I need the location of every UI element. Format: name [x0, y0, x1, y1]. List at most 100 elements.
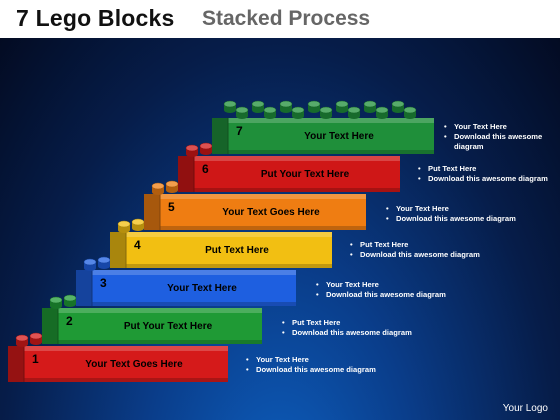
- block-side-face: [144, 194, 160, 230]
- block-label: Your Text Goes Here: [85, 359, 183, 370]
- stud-icon: [251, 100, 265, 113]
- stud-top: [347, 106, 361, 114]
- stud-icon: [29, 332, 43, 345]
- block-top-highlight: [194, 156, 400, 161]
- block-label: Your Text Here: [167, 283, 237, 294]
- description-line: Download this awesome: [444, 132, 542, 142]
- stud-base: [30, 339, 42, 345]
- stud-base: [320, 113, 332, 119]
- block-front-face: [160, 194, 366, 230]
- stud-base: [64, 301, 76, 307]
- stud-base: [236, 113, 248, 119]
- stud-top: [131, 218, 145, 226]
- block-number: 6: [202, 162, 209, 176]
- block-bottom-edge: [92, 302, 296, 306]
- description-4: Put Text HereDownload this awesome diagr…: [350, 240, 480, 260]
- title-sub: Stacked Process: [202, 7, 371, 30]
- block-front-face: [228, 118, 434, 154]
- stud-base: [152, 189, 164, 195]
- description-line: Your Text Here: [246, 355, 376, 365]
- stud-icon: [199, 142, 213, 155]
- stud-top: [319, 106, 333, 114]
- stud-top: [185, 144, 199, 152]
- block-bottom-edge: [194, 188, 400, 192]
- stud-base: [16, 341, 28, 347]
- stud-top: [279, 100, 293, 108]
- block-bottom-edge: [24, 378, 228, 382]
- stud-base: [336, 107, 348, 113]
- description-line: Your Text Here: [316, 280, 446, 290]
- description-3: Your Text HereDownload this awesome diag…: [316, 280, 446, 300]
- stud-icon: [347, 106, 361, 119]
- description-line: Put Text Here: [418, 164, 548, 174]
- description-5: Your Text HereDownload this awesome diag…: [386, 204, 516, 224]
- block-side-face: [42, 308, 58, 344]
- description-line: diagram: [454, 142, 484, 151]
- block-label: Your Text Here: [304, 131, 374, 142]
- block-number: 2: [66, 314, 73, 328]
- stud-base: [404, 113, 416, 119]
- block-side-face: [212, 118, 228, 154]
- stud-icon: [49, 296, 63, 309]
- stud-top: [165, 180, 179, 188]
- stud-top: [63, 294, 77, 302]
- stud-base: [308, 107, 320, 113]
- stud-icon: [151, 182, 165, 195]
- stud-icon: [291, 106, 305, 119]
- description-line: Download this awesome diagram: [350, 250, 480, 260]
- stud-icon: [391, 100, 405, 113]
- stud-icon: [375, 106, 389, 119]
- description-6: Put Text HereDownload this awesome diagr…: [418, 164, 548, 184]
- description-line: Download this awesome diagram: [386, 214, 516, 224]
- stud-icon: [335, 100, 349, 113]
- block-bottom-edge: [160, 226, 366, 230]
- stud-top: [403, 106, 417, 114]
- block-top-highlight: [160, 194, 366, 199]
- description-line: Download this awesome diagram: [418, 174, 548, 184]
- stud-top: [335, 100, 349, 108]
- stud-icon: [223, 100, 237, 113]
- block-front-face: [126, 232, 332, 268]
- description-line: Put Text Here: [350, 240, 480, 250]
- stud-top: [151, 182, 165, 190]
- description-line: Download this awesome diagram: [246, 365, 376, 375]
- block-label: Put Your Text Here: [124, 321, 213, 332]
- stud-base: [348, 113, 360, 119]
- description-line: Your Text Here: [386, 204, 516, 214]
- stud-top: [83, 258, 97, 266]
- stud-top: [117, 220, 131, 228]
- stud-top: [223, 100, 237, 108]
- block-front-face: [92, 270, 296, 306]
- stud-icon: [363, 100, 377, 113]
- block-bottom-edge: [126, 264, 332, 268]
- stud-base: [292, 113, 304, 119]
- description-line: Download this awesome diagram: [282, 328, 412, 338]
- stud-icon: [117, 220, 131, 233]
- stud-icon: [165, 180, 179, 193]
- stud-base: [224, 107, 236, 113]
- block-number: 7: [236, 124, 243, 138]
- block-label: Put Text Here: [205, 245, 269, 256]
- stud-base: [84, 265, 96, 271]
- block-side-face: [8, 346, 24, 382]
- stud-icon: [83, 258, 97, 271]
- stud-top: [375, 106, 389, 114]
- block-label: Your Text Goes Here: [222, 207, 320, 218]
- stud-top: [307, 100, 321, 108]
- stud-top: [363, 100, 377, 108]
- description-line: Put Text Here: [282, 318, 412, 328]
- stud-top: [251, 100, 265, 108]
- description-line: Your Text Here: [444, 122, 542, 132]
- stud-icon: [307, 100, 321, 113]
- stud-base: [280, 107, 292, 113]
- block-front-face: [194, 156, 400, 192]
- stud-icon: [403, 106, 417, 119]
- title-main: 7 Lego Blocks: [16, 5, 175, 31]
- stud-base: [376, 113, 388, 119]
